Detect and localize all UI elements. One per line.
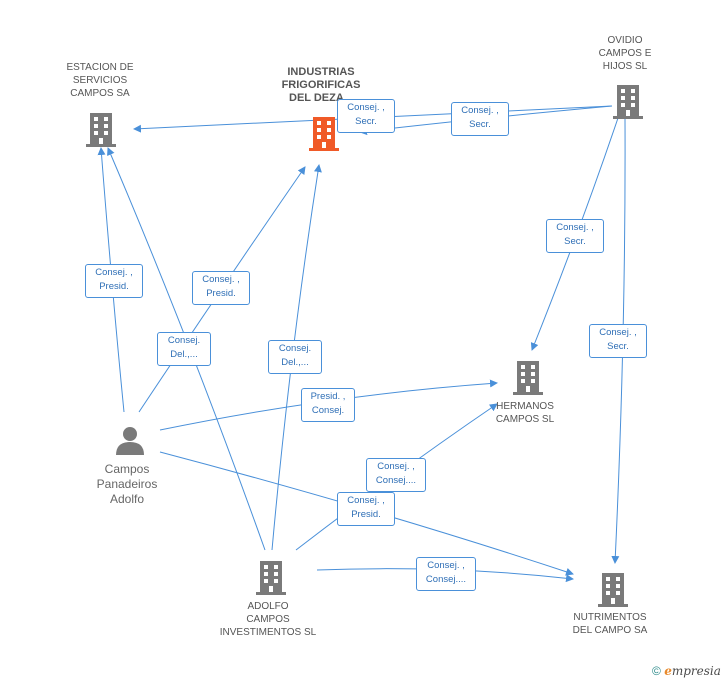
person-icon[interactable] xyxy=(114,426,146,456)
edge-label-line1: Consej. , xyxy=(95,267,133,278)
node-estacion-line2: SERVICIOS xyxy=(72,75,128,86)
edge-label-line2: Presid. xyxy=(351,509,381,520)
edge-label-line2: Secr. xyxy=(607,341,629,352)
node-adolfo-line1: ADOLFO xyxy=(247,601,289,612)
edge-label-person-nutrimentos[interactable]: Consej. , Presid. xyxy=(337,492,395,526)
building-icon[interactable] xyxy=(596,570,630,608)
edge-label-adolfo-estacion[interactable]: Consej. Del.,... xyxy=(157,332,211,366)
edge-label-line2: Consej. xyxy=(311,405,345,416)
edge-label-line2: Del.,... xyxy=(170,349,198,360)
edge-label-line1: Consej. xyxy=(278,343,312,354)
node-ovidio-line2: CAMPOS E xyxy=(598,48,652,59)
edge-label-line2: Secr. xyxy=(355,116,377,127)
node-person-line1: Campos xyxy=(104,462,150,476)
edge-label-line2: Consej.... xyxy=(425,574,467,585)
edge-label-line1: Consej. , xyxy=(347,102,385,113)
edge-label-ovidio-estacion[interactable]: Consej. , Secr. xyxy=(451,102,509,136)
building-icon[interactable] xyxy=(511,358,545,396)
node-industrias-line3: DEL DEZA... xyxy=(289,92,353,104)
edge-label-line2: Del.,... xyxy=(281,357,309,368)
node-person-line2: Panadeiros xyxy=(96,477,158,491)
node-nutrimentos-label[interactable]: NUTRIMENTOS DEL CAMPO SA xyxy=(560,611,660,637)
edge-label-line2: Consej.... xyxy=(375,475,417,486)
brand-e: e xyxy=(664,664,672,678)
node-adolfo-line2: CAMPOS xyxy=(246,614,290,625)
node-estacion-label[interactable]: ESTACION DE SERVICIOS CAMPOS SA xyxy=(48,61,152,100)
node-hermanos-line1: HERMANOS xyxy=(496,401,554,412)
node-industrias-line1: INDUSTRIAS xyxy=(287,66,355,78)
node-hermanos-line2: CAMPOS SL xyxy=(495,414,555,425)
node-industrias-line2: FRIGORIFICAS xyxy=(281,79,361,91)
edge-label-adolfo-industrias[interactable]: Consej. Del.,... xyxy=(268,340,322,374)
edge-label-line1: Consej. , xyxy=(556,222,594,233)
edge-label-line1: Consej. , xyxy=(202,274,240,285)
node-adolfo-line3: INVESTIMENTOS SL xyxy=(219,627,317,638)
edge-label-ovidio-industrias[interactable]: Consej. , Secr. xyxy=(337,99,395,133)
node-nutrimentos-line1: NUTRIMENTOS xyxy=(573,612,647,623)
edge-label-line2: Secr. xyxy=(469,119,491,130)
edge-label-person-industrias[interactable]: Consej. , Presid. xyxy=(192,271,250,305)
copyright-symbol: © xyxy=(652,664,661,678)
edge-label-adolfo-nutrimentos[interactable]: Consej. , Consej.... xyxy=(416,557,476,591)
edge-label-line2: Presid. xyxy=(99,281,129,292)
brand-rest: mpresia xyxy=(671,664,721,678)
node-estacion-line1: ESTACION DE xyxy=(66,62,134,73)
edge-label-line1: Consej. , xyxy=(461,105,499,116)
edge-label-line1: Consej. , xyxy=(427,560,465,571)
node-nutrimentos-line2: DEL CAMPO SA xyxy=(572,625,648,636)
building-icon-main[interactable] xyxy=(307,114,341,152)
edge-label-line1: Consej. , xyxy=(599,327,637,338)
node-person-label[interactable]: Campos Panadeiros Adolfo xyxy=(82,462,172,507)
node-ovidio-label[interactable]: OVIDIO CAMPOS E HIJOS SL xyxy=(585,34,665,73)
edge-label-line1: Presid. , xyxy=(310,391,346,402)
building-icon[interactable] xyxy=(84,110,118,148)
edge-label-adolfo-hermanos[interactable]: Consej. , Consej.... xyxy=(366,458,426,492)
edge-label-ovidio-nutrimentos[interactable]: Consej. , Secr. xyxy=(589,324,647,358)
edge-label-person-estacion[interactable]: Consej. , Presid. xyxy=(85,264,143,298)
edge-label-line1: Consej. , xyxy=(347,495,385,506)
node-ovidio-line3: HIJOS SL xyxy=(602,61,648,72)
node-adolfo-label[interactable]: ADOLFO CAMPOS INVESTIMENTOS SL xyxy=(208,600,328,639)
edge-label-ovidio-hermanos[interactable]: Consej. , Secr. xyxy=(546,219,604,253)
building-icon[interactable] xyxy=(611,82,645,120)
node-hermanos-label[interactable]: HERMANOS CAMPOS SL xyxy=(480,400,570,426)
footer-brand[interactable]: © empresia xyxy=(652,664,721,678)
brand-logo: empresia xyxy=(664,664,721,678)
node-person-line3: Adolfo xyxy=(109,492,145,506)
edge-label-line2: Presid. xyxy=(206,288,236,299)
node-industrias-label[interactable]: INDUSTRIAS FRIGORIFICAS DEL DEZA... xyxy=(266,66,376,105)
node-ovidio-line1: OVIDIO xyxy=(607,35,643,46)
building-icon[interactable] xyxy=(254,558,288,596)
node-estacion-line3: CAMPOS SA xyxy=(70,88,130,99)
edge-label-line1: Consej. xyxy=(167,335,201,346)
edge-label-person-hermanos[interactable]: Presid. , Consej. xyxy=(301,388,355,422)
edge-label-line2: Secr. xyxy=(564,236,586,247)
edge-label-line1: Consej. , xyxy=(377,461,415,472)
